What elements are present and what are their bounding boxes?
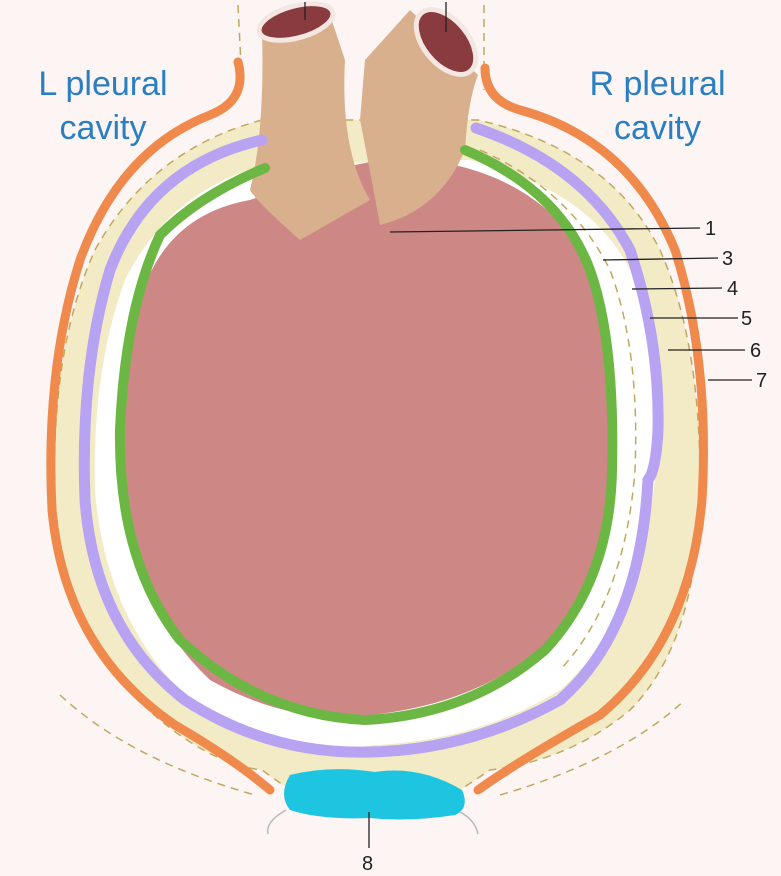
leader-3 <box>602 257 719 261</box>
right-vessel-opening <box>413 7 479 77</box>
bottom-grey-left <box>266 809 287 835</box>
dashed-lower-right <box>499 699 686 796</box>
num-6: 6 <box>750 340 761 362</box>
orange-line-right <box>473 63 708 795</box>
green-line <box>114 145 618 726</box>
left-great-vessel <box>250 15 370 240</box>
purple-line-right <box>470 122 664 486</box>
purple-line-left <box>78 134 654 758</box>
left-vessel-opening <box>256 1 336 43</box>
right-pleural-cavity-label: R pleural cavity <box>589 65 726 148</box>
num-7: 7 <box>756 370 767 392</box>
leader-1 <box>389 227 701 233</box>
num-1: 1 <box>705 218 716 240</box>
orange-line-left <box>46 57 275 795</box>
num-4: 4 <box>727 278 738 300</box>
heart <box>124 159 613 717</box>
left-pleural-cavity-label: L pleural cavity <box>38 65 168 148</box>
dashed-lower-left <box>59 694 256 796</box>
leader-4 <box>631 287 723 290</box>
num-8: 8 <box>362 853 373 875</box>
dashed-inner-line <box>479 149 637 671</box>
cyan-region <box>284 769 465 820</box>
num-3: 3 <box>722 248 733 270</box>
num-5: 5 <box>741 308 752 330</box>
bottom-grey-right <box>459 811 479 835</box>
